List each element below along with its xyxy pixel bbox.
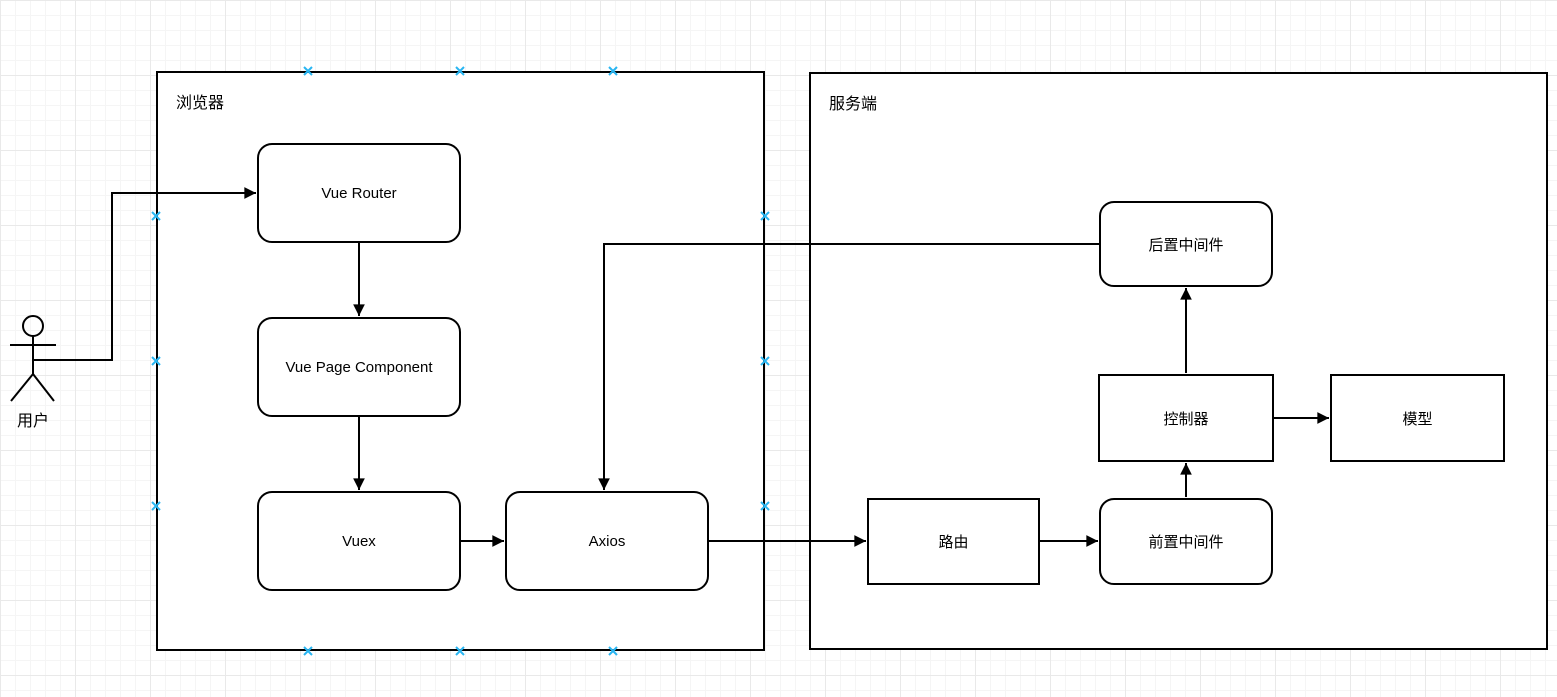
actor-head [22, 315, 44, 337]
node-axios-label: Axios [588, 532, 626, 550]
node-vue-router-label: Vue Router [321, 184, 397, 202]
node-model-label: 模型 [1402, 410, 1433, 428]
node-route[interactable]: 路由 [867, 498, 1040, 585]
node-controller[interactable]: 控制器 [1098, 374, 1274, 462]
node-vue-router[interactable]: Vue Router [257, 143, 461, 243]
user-actor-icon[interactable] [10, 315, 56, 402]
node-pre-middleware-label: 前置中间件 [1148, 534, 1224, 551]
node-vuex-label: Vuex [342, 532, 376, 550]
container-browser-label: 浏览器 [176, 95, 225, 112]
node-pre-middleware[interactable]: 前置中间件 [1099, 498, 1273, 585]
container-server-label: 服务端 [829, 96, 878, 113]
node-controller-label: 控制器 [1163, 410, 1209, 428]
node-axios[interactable]: Axios [505, 491, 709, 591]
node-vuex[interactable]: Vuex [257, 491, 461, 591]
actor-user-label: 用户 [16, 413, 49, 430]
node-post-middleware-label: 后置中间件 [1148, 236, 1224, 254]
node-vue-page-component-label: Vue Page Component [285, 358, 433, 376]
node-route-label: 路由 [938, 534, 969, 551]
node-vue-page-component[interactable]: Vue Page Component [257, 317, 461, 417]
node-model[interactable]: 模型 [1330, 374, 1505, 462]
node-post-middleware[interactable]: 后置中间件 [1099, 201, 1273, 287]
